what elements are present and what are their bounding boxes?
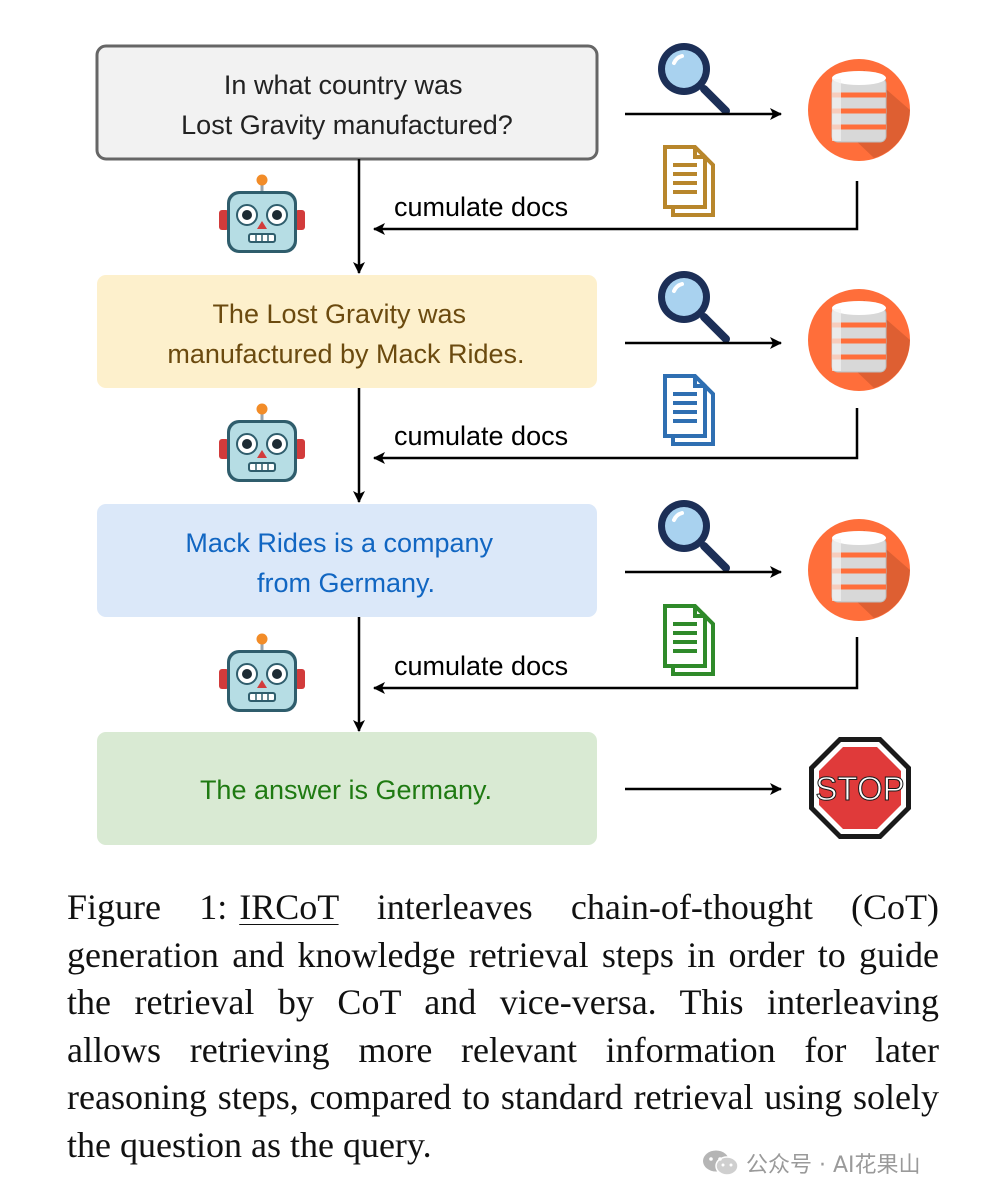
caption-label: Figure 1: bbox=[67, 887, 228, 927]
document-icon bbox=[663, 145, 715, 217]
ircot-diagram: In what country was Lost Gravity manufac… bbox=[95, 0, 1002, 845]
step-3: Mack Rides is a company from Germany. cu… bbox=[97, 500, 910, 732]
cumulate-docs-arrow bbox=[373, 181, 859, 235]
robot-icon bbox=[217, 402, 307, 484]
reasoning-box-1 bbox=[97, 275, 597, 388]
document-icon bbox=[663, 374, 715, 446]
document-icon bbox=[663, 604, 715, 676]
caption-body: interleaves chain-of-thought (CoT) gener… bbox=[67, 887, 939, 1165]
cumulate-docs-label: cumulate docs bbox=[394, 192, 568, 222]
magnifier-icon bbox=[658, 43, 726, 111]
wechat-icon bbox=[703, 1150, 739, 1176]
reasoning-text-1: The Lost Gravity was manufactured by Mac… bbox=[167, 299, 524, 369]
watermark-text: 公众号 · AI花果山 bbox=[746, 1153, 921, 1178]
answer-text: The answer is Germany. bbox=[200, 775, 492, 805]
reasoning-text-2: Mack Rides is a company from Germany. bbox=[185, 528, 500, 598]
question-text: In what country was Lost Gravity manufac… bbox=[181, 70, 513, 140]
cumulate-docs-label: cumulate docs bbox=[394, 421, 568, 451]
stop-sign-icon: STOP bbox=[809, 737, 911, 839]
database-icon bbox=[808, 59, 910, 161]
robot-icon bbox=[217, 173, 307, 255]
figure-caption: Figure 1: IRCoT interleaves chain-of-thou… bbox=[67, 884, 939, 1169]
magnifier-icon bbox=[658, 271, 726, 339]
cumulate-docs-arrow bbox=[373, 637, 859, 694]
answer-box bbox=[97, 732, 597, 845]
robot-icon bbox=[217, 632, 307, 714]
cumulate-docs-label: cumulate docs bbox=[394, 651, 568, 681]
caption-method-name: IRCoT bbox=[239, 887, 339, 927]
step-4: The answer is Germany. STOP bbox=[97, 732, 911, 845]
stop-sign-label: STOP bbox=[815, 770, 904, 807]
watermark: 公众号 · AI花果山 bbox=[702, 1147, 921, 1179]
step-2: The Lost Gravity was manufactured by Mac… bbox=[97, 271, 910, 503]
reasoning-box-2 bbox=[97, 504, 597, 617]
database-icon bbox=[808, 289, 910, 391]
magnifier-icon bbox=[658, 500, 726, 568]
cumulate-docs-arrow bbox=[373, 408, 859, 464]
database-icon bbox=[808, 519, 910, 621]
step-1: In what country was Lost Gravity manufac… bbox=[95, 43, 910, 274]
question-box bbox=[95, 44, 599, 161]
